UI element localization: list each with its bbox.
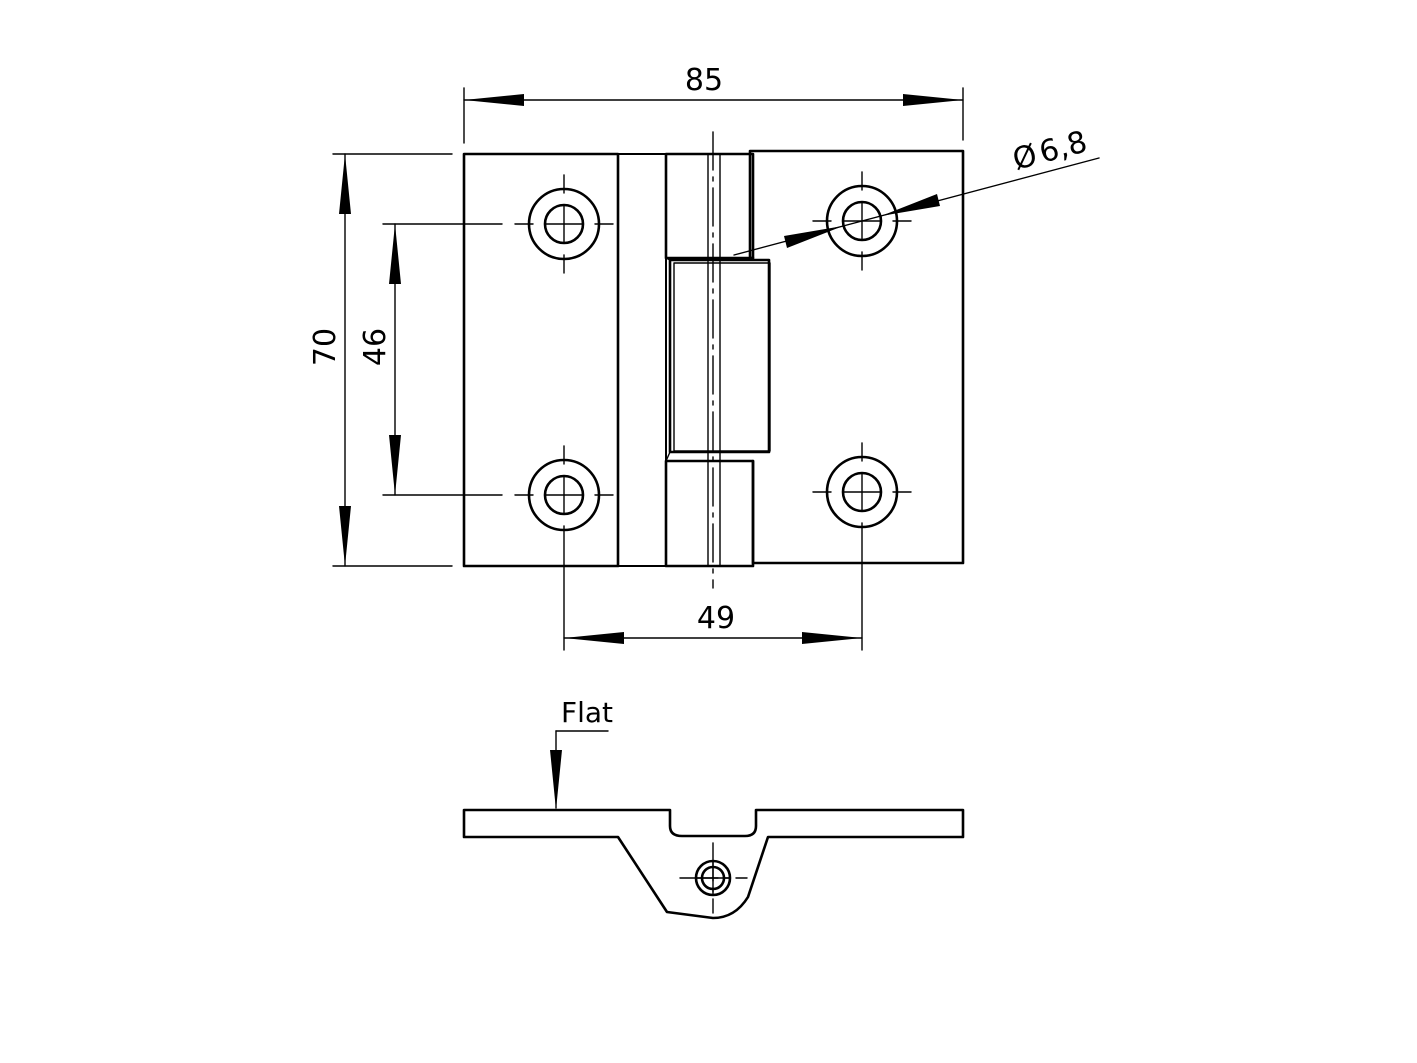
hole-bottom-right [812,442,912,651]
diameter-symbol: Ø [1009,138,1041,178]
flat-label: Flat [561,696,613,729]
dimension-overall-height: 70 [308,153,453,567]
left-leaf-flat-strip [617,153,667,567]
overall-width-label: 85 [685,63,723,98]
hole-horizontal-spacing-label: 49 [697,601,735,636]
flat-annotation: Flat [550,696,613,810]
side-profile [462,808,965,920]
hole-bottom-left [514,445,614,651]
top-view [462,131,965,651]
knuckle-lower [664,459,755,568]
right-leaf [748,149,965,565]
left-leaf [462,152,620,568]
hole-diameter-label: Ø6,8 [1009,124,1091,177]
overall-height-label: 70 [308,328,343,366]
dimension-hole-horizontal-spacing: 49 [563,601,863,644]
hole-top-left [514,174,614,274]
dimension-overall-width: 85 [463,63,964,144]
side-view: Flat [462,696,965,920]
dimension-hole-diameter: Ø6,8 [733,124,1100,256]
hole-diameter-value: 6,8 [1036,124,1091,170]
knuckle-upper [664,152,755,260]
hole-vertical-spacing-label: 46 [358,328,393,366]
hole-top-right [812,171,912,271]
dimension-hole-vertical-spacing: 46 [358,223,503,496]
